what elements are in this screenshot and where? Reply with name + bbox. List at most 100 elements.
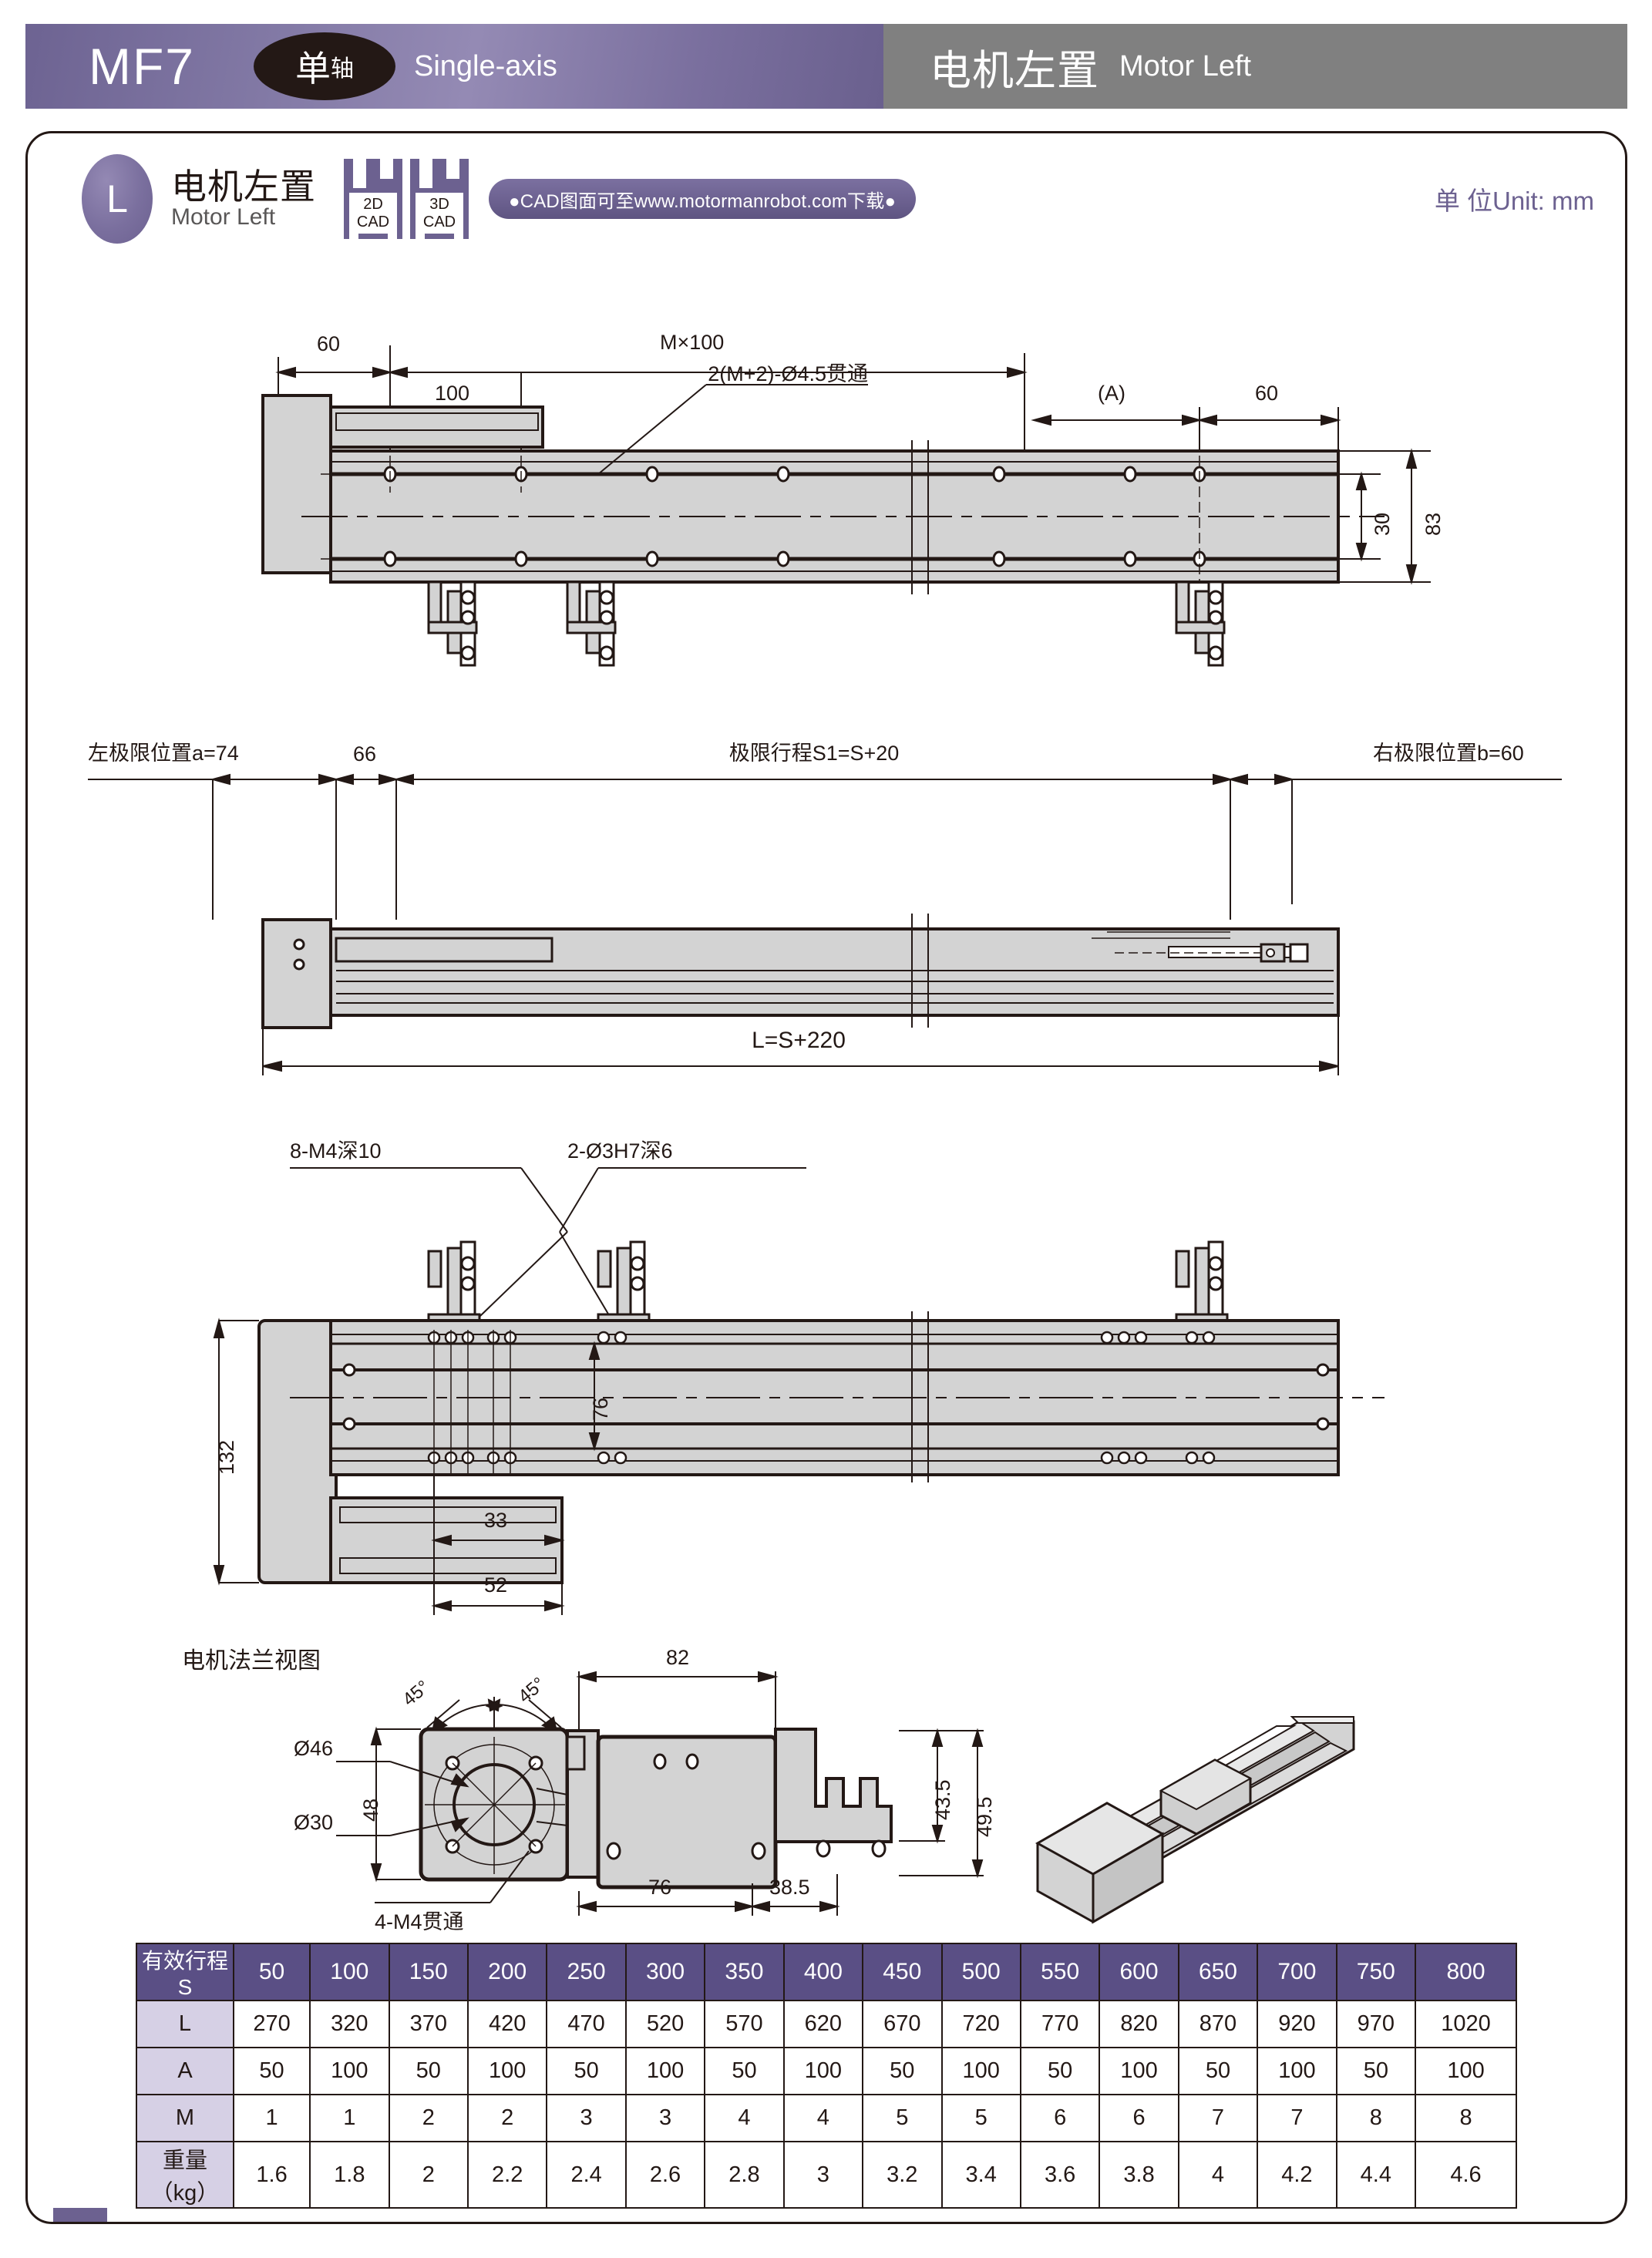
model-code: MF7 — [89, 38, 195, 95]
table-cell: 1.8 — [309, 2141, 390, 2209]
cad-download-icons[interactable]: 2D CAD 3D CAD — [344, 159, 469, 239]
table-cell: 4 — [1177, 2141, 1259, 2209]
table-col-header-800: 800 — [1415, 1943, 1517, 2001]
table-col-header-450: 450 — [862, 1943, 943, 2001]
table-cell: 6 — [1019, 2094, 1101, 2142]
dim-66: 66 — [353, 742, 377, 766]
table-cell: 7 — [1257, 2094, 1337, 2142]
table-cell: 3 — [624, 2094, 706, 2142]
banner-left-section: MF7 单轴 Single-axis — [25, 24, 883, 109]
table-cell: 1020 — [1415, 2000, 1517, 2048]
dim-m-times-100: M×100 — [660, 331, 725, 354]
table-cell: 2.8 — [704, 2141, 785, 2209]
table-col-header-150: 150 — [388, 1943, 469, 2001]
table-cell: 920 — [1257, 2000, 1337, 2048]
axis-type-label-en: Single-axis — [414, 49, 557, 82]
table-cell: 420 — [466, 2000, 548, 2048]
dim-38-5: 38.5 — [769, 1876, 810, 1899]
table-cell: 6 — [1099, 2094, 1179, 2142]
table-cell: 470 — [546, 2000, 627, 2048]
page-tab-marker — [53, 2208, 107, 2222]
drawing-travel-view: 左极限位置a=74 66 极限行程S1=S+20 右极限位置b=60 L=S+2… — [28, 719, 1623, 1112]
drawing-flange-view: 电机法兰视图 45° 45° 82 48 Ø46 Ø30 4-M4贯通 43.5… — [28, 1629, 1623, 1937]
table-cell: 570 — [704, 2000, 785, 2048]
axis-badge-cn-big: 单 — [295, 49, 331, 89]
label-stroke-limit: 极限行程S1=S+20 — [728, 742, 900, 765]
table-cell: 870 — [1177, 2000, 1259, 2048]
table-cell: 3 — [782, 2141, 864, 2209]
table-cell: 2.4 — [546, 2141, 627, 2209]
table-col-header-50: 50 — [232, 1943, 311, 2001]
table-cell: 100 — [1099, 2047, 1179, 2095]
dim-76: 76 — [589, 1397, 612, 1421]
flange-view-title: 电机法兰视图 — [182, 1648, 321, 1674]
table-cell: 1 — [309, 2094, 390, 2142]
table-cell: 100 — [624, 2047, 706, 2095]
table-row-header: 重量（kg） — [136, 2141, 234, 2209]
card-subheader: L 电机左置 Motor Left 2D CAD — [82, 154, 1608, 244]
table-cell: 5 — [940, 2094, 1021, 2142]
table-cell: 770 — [1019, 2000, 1101, 2048]
table-cell: 3 — [546, 2094, 627, 2142]
table-col-header-300: 300 — [624, 1943, 706, 2001]
table-col-header-400: 400 — [782, 1943, 864, 2001]
table-col-header-200: 200 — [466, 1943, 548, 2001]
table-cell: 50 — [862, 2047, 943, 2095]
motor-position-cn: 电机左置 — [930, 47, 1099, 94]
table-cell: 3.8 — [1099, 2141, 1179, 2209]
dim-60-right: 60 — [1255, 382, 1279, 405]
table-cell: 5 — [862, 2094, 943, 2142]
table-cell: 4.2 — [1257, 2141, 1337, 2209]
table-cell: 4.4 — [1335, 2141, 1417, 2209]
table-cell: 370 — [388, 2000, 469, 2048]
cad-download-note: ●CAD图面可至www.motormanrobot.com下载● — [489, 179, 917, 219]
table-col-header-500: 500 — [940, 1943, 1021, 2001]
dim-52: 52 — [484, 1573, 508, 1597]
table-col-header-700: 700 — [1257, 1943, 1337, 2001]
dim-30: 30 — [1371, 512, 1394, 536]
table-cell: 100 — [466, 2047, 548, 2095]
cad-2d-bottom-label: CAD — [356, 213, 390, 231]
variant-badge: L — [82, 154, 153, 244]
page-banner: MF7 单轴 Single-axis 电机左置 Motor Left — [25, 24, 1627, 109]
variant-badge-text: 电机左置 Motor Left — [171, 168, 316, 230]
cad-3d-icon[interactable]: 3D CAD — [410, 159, 469, 239]
dim-dia-46: Ø46 — [293, 1737, 333, 1760]
dim-132: 132 — [215, 1439, 238, 1475]
table-row-header: L — [136, 2000, 234, 2048]
table-cell: 100 — [309, 2047, 390, 2095]
axis-type-badge: 单轴 — [254, 32, 395, 100]
dim-100: 100 — [435, 382, 470, 405]
table-cell: 8 — [1335, 2094, 1417, 2142]
table-cell: 620 — [782, 2000, 864, 2048]
drawing-top-view: 60 M×100 100 2(M+2)-Ø4.5贯通 (A) 60 30 83 — [28, 249, 1623, 696]
table-cell: 50 — [546, 2047, 627, 2095]
table-cell: 50 — [1177, 2047, 1259, 2095]
table-cell: 50 — [232, 2047, 311, 2095]
table-col-header-600: 600 — [1099, 1943, 1179, 2001]
dim-flange-76: 76 — [648, 1876, 672, 1899]
table-cell: 2 — [466, 2094, 548, 2142]
dim-48: 48 — [359, 1798, 382, 1822]
table-col-header-250: 250 — [546, 1943, 627, 2001]
table-cell: 50 — [1019, 2047, 1101, 2095]
table-cell: 2 — [388, 2141, 469, 2209]
cad-2d-icon[interactable]: 2D CAD — [344, 159, 402, 239]
table-col-header-stroke: 有效行程S — [136, 1943, 234, 2001]
dim-a: (A) — [1098, 382, 1125, 405]
variant-label-en: Motor Left — [171, 204, 276, 231]
table-cell: 720 — [940, 2000, 1021, 2048]
table-cell: 970 — [1335, 2000, 1417, 2048]
callout-4-m4-through: 4-M4贯通 — [375, 1910, 464, 1933]
content-card: L 电机左置 Motor Left 2D CAD — [25, 131, 1627, 2224]
table-col-header-350: 350 — [704, 1943, 785, 2001]
dim-83: 83 — [1422, 512, 1445, 536]
table-cell: 50 — [1335, 2047, 1417, 2095]
